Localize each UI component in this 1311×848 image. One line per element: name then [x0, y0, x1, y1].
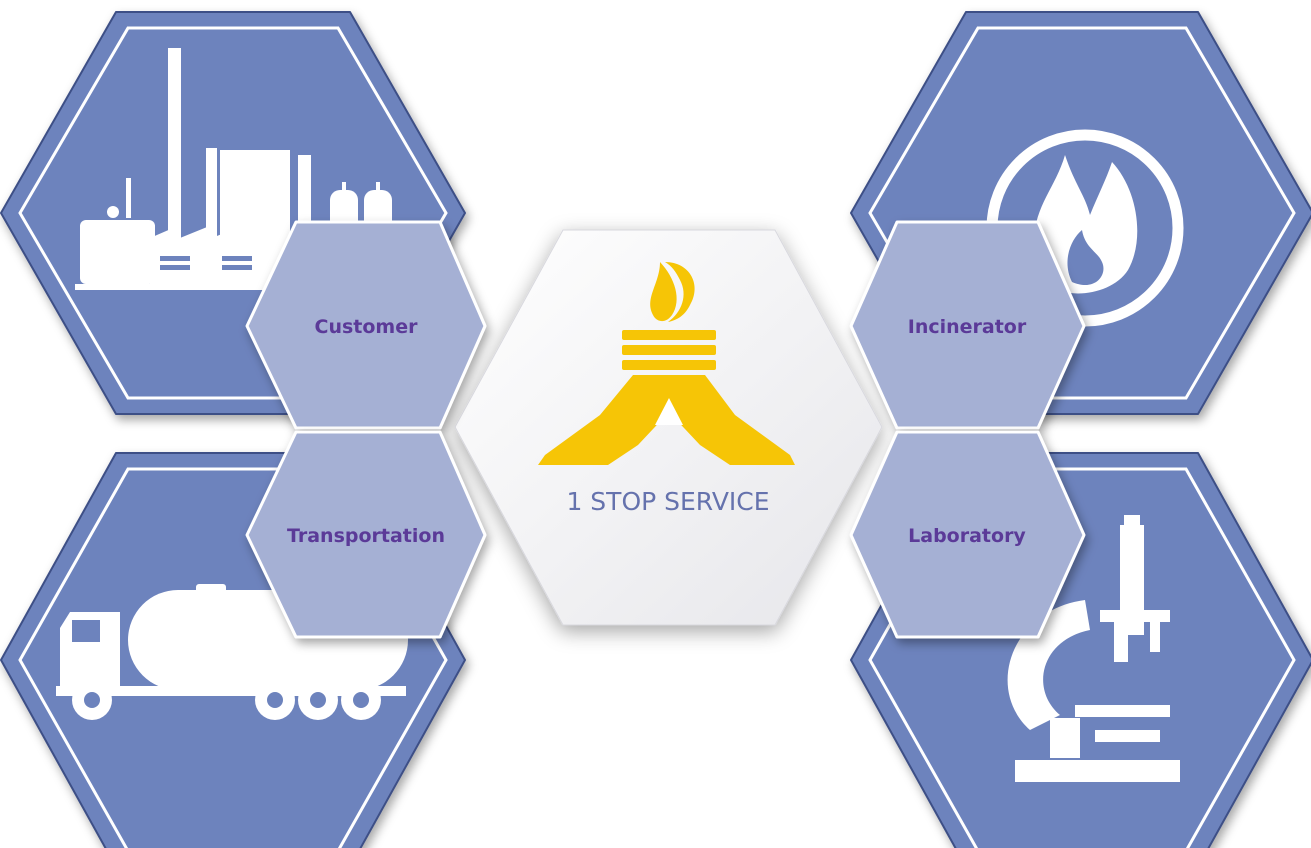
node-customer-hex[interactable] — [245, 220, 487, 430]
hex-laboratory-border — [868, 467, 1296, 848]
node-incinerator-hex[interactable] — [849, 220, 1086, 430]
hex-incinerator-border — [868, 26, 1296, 400]
center-title: 1 STOP SERVICE — [566, 487, 769, 516]
node-incinerator-label: Incinerator — [908, 316, 1027, 338]
node-transportation-hex[interactable] — [245, 430, 487, 639]
flame-arch-logo-icon — [538, 262, 795, 465]
node-customer-label: Customer — [315, 316, 419, 338]
center-hub: 1 STOP SERVICE — [454, 229, 883, 626]
center-hex-background — [454, 229, 883, 626]
node-transportation[interactable]: Transportation — [245, 430, 487, 639]
node-laboratory-label: Laboratory — [908, 525, 1026, 547]
node-laboratory-hex[interactable] — [849, 430, 1086, 639]
node-laboratory[interactable]: Laboratory — [849, 430, 1086, 639]
node-incinerator[interactable]: Incinerator — [849, 220, 1086, 430]
node-transportation-label: Transportation — [287, 525, 445, 547]
node-customer[interactable]: Customer — [245, 220, 487, 430]
